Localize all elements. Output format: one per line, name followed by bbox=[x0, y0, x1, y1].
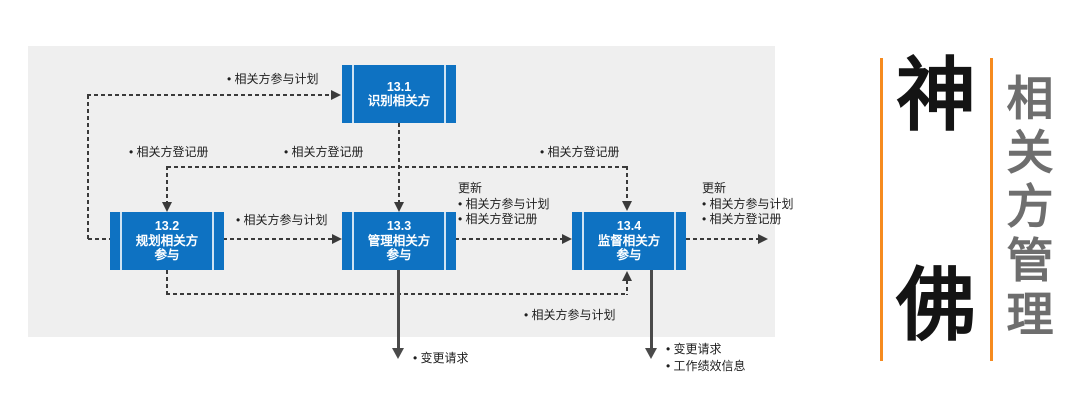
flow-plan-to-identify-h1 bbox=[88, 238, 112, 240]
vertical-title-char: 方 bbox=[1006, 180, 1054, 233]
label-engagement-plan-mid: • 相关方参与计划 bbox=[236, 213, 328, 227]
process-name-line2: 参与 bbox=[386, 248, 412, 263]
flow-plan-to-identify-v bbox=[87, 95, 89, 240]
box-stripe-left bbox=[352, 65, 354, 123]
process-box-monitor-engagement: 13.4 监督相关方 参与 bbox=[572, 212, 686, 270]
process-number: 13.4 bbox=[616, 219, 642, 234]
label-register-left: • 相关方登记册 bbox=[129, 145, 209, 159]
arrowhead-into-13-4-left bbox=[562, 234, 572, 244]
flow-bottom-loop-v2 bbox=[626, 280, 628, 295]
flow-bottom-loop-v1 bbox=[166, 270, 168, 295]
flow-bottom-loop-h bbox=[166, 293, 627, 295]
flow-register-to-monitor bbox=[626, 166, 628, 202]
arrowhead-into-13-2-top bbox=[162, 202, 172, 212]
label-change-request-13-3: • 变更请求 bbox=[413, 351, 469, 365]
arrowhead-change-request-13-3 bbox=[392, 348, 404, 359]
box-stripe-right bbox=[674, 212, 676, 270]
process-number: 13.3 bbox=[386, 219, 412, 234]
label-engagement-plan-bottom: • 相关方参与计划 bbox=[524, 308, 616, 322]
flow-monitor-outputs bbox=[650, 270, 653, 349]
flow-plan-to-identify-h2 bbox=[87, 94, 331, 96]
box-stripe-left bbox=[120, 212, 122, 270]
box-stripe-right bbox=[444, 65, 446, 123]
brand-character-bottom: 佛 bbox=[896, 261, 976, 350]
arrowhead-outputs-13-4 bbox=[645, 348, 657, 359]
label-updates-mid: 更新 • 相关方参与计划 • 相关方登记册 bbox=[458, 181, 550, 228]
label-updates-item: • 相关方登记册 bbox=[458, 212, 538, 226]
label-updates-item: • 相关方参与计划 bbox=[458, 196, 550, 211]
label-register-right: • 相关方登记册 bbox=[540, 145, 620, 159]
process-name: 管理相关方 bbox=[367, 233, 431, 248]
process-name-line2: 参与 bbox=[154, 248, 180, 263]
flow-register-bus bbox=[167, 166, 628, 168]
flow-register-to-plan bbox=[166, 166, 168, 203]
flow-identify-to-manage bbox=[398, 123, 400, 203]
vertical-title-char: 管 bbox=[1006, 234, 1054, 287]
arrowhead-monitor-out bbox=[758, 234, 768, 244]
process-box-plan-engagement: 13.2 规划相关方 参与 bbox=[110, 212, 224, 270]
label-updates-title: 更新 bbox=[458, 181, 483, 195]
label-updates-right: 更新 • 相关方参与计划 • 相关方登记册 bbox=[702, 181, 794, 228]
vertical-title: 相 关 方 管 理 bbox=[1002, 72, 1058, 342]
flow-plan-to-manage bbox=[223, 238, 332, 240]
process-box-identify-stakeholders: 13.1 识别相关方 bbox=[342, 65, 456, 123]
label-register-mid: • 相关方登记册 bbox=[284, 145, 364, 159]
vertical-title-char: 关 bbox=[1006, 126, 1054, 179]
process-name-line2: 参与 bbox=[616, 248, 642, 263]
arrowhead-into-13-3-left bbox=[332, 234, 342, 244]
process-name: 监督相关方 bbox=[597, 233, 661, 248]
flow-manage-change-request bbox=[397, 270, 400, 349]
flow-manage-to-monitor bbox=[455, 238, 562, 240]
label-updates-title: 更新 bbox=[702, 181, 727, 195]
label-work-performance-13-4: • 工作绩效信息 bbox=[666, 358, 746, 373]
label-updates-item: • 相关方登记册 bbox=[702, 212, 782, 226]
arrowhead-into-13-4-top bbox=[622, 201, 632, 211]
box-stripe-left bbox=[582, 212, 584, 270]
vertical-title-char: 理 bbox=[1006, 288, 1054, 341]
brand-character-top: 神 bbox=[896, 51, 976, 140]
label-updates-item: • 相关方参与计划 bbox=[702, 196, 794, 211]
vertical-title-char: 相 bbox=[1006, 72, 1054, 125]
process-box-manage-engagement: 13.3 管理相关方 参与 bbox=[342, 212, 456, 270]
box-stripe-left bbox=[352, 212, 354, 270]
orange-divider-right bbox=[990, 58, 993, 361]
arrowhead-into-13-3-top bbox=[394, 202, 404, 212]
process-number: 13.2 bbox=[154, 219, 180, 234]
label-engagement-plan-top: • 相关方参与计划 bbox=[227, 72, 319, 86]
flow-monitor-updates-out bbox=[686, 238, 758, 240]
box-stripe-right bbox=[444, 212, 446, 270]
arrowhead-into-13-4-bottom bbox=[622, 271, 632, 281]
process-name: 规划相关方 bbox=[135, 233, 199, 248]
label-outputs-13-4: • 变更请求 • 工作绩效信息 bbox=[666, 341, 746, 374]
box-stripe-right bbox=[212, 212, 214, 270]
process-number: 13.1 bbox=[386, 79, 412, 94]
arrowhead-into-13-1 bbox=[331, 90, 341, 100]
label-change-request-13-4: • 变更请求 bbox=[666, 342, 722, 356]
process-name: 识别相关方 bbox=[367, 94, 431, 108]
orange-divider-left bbox=[880, 58, 883, 361]
